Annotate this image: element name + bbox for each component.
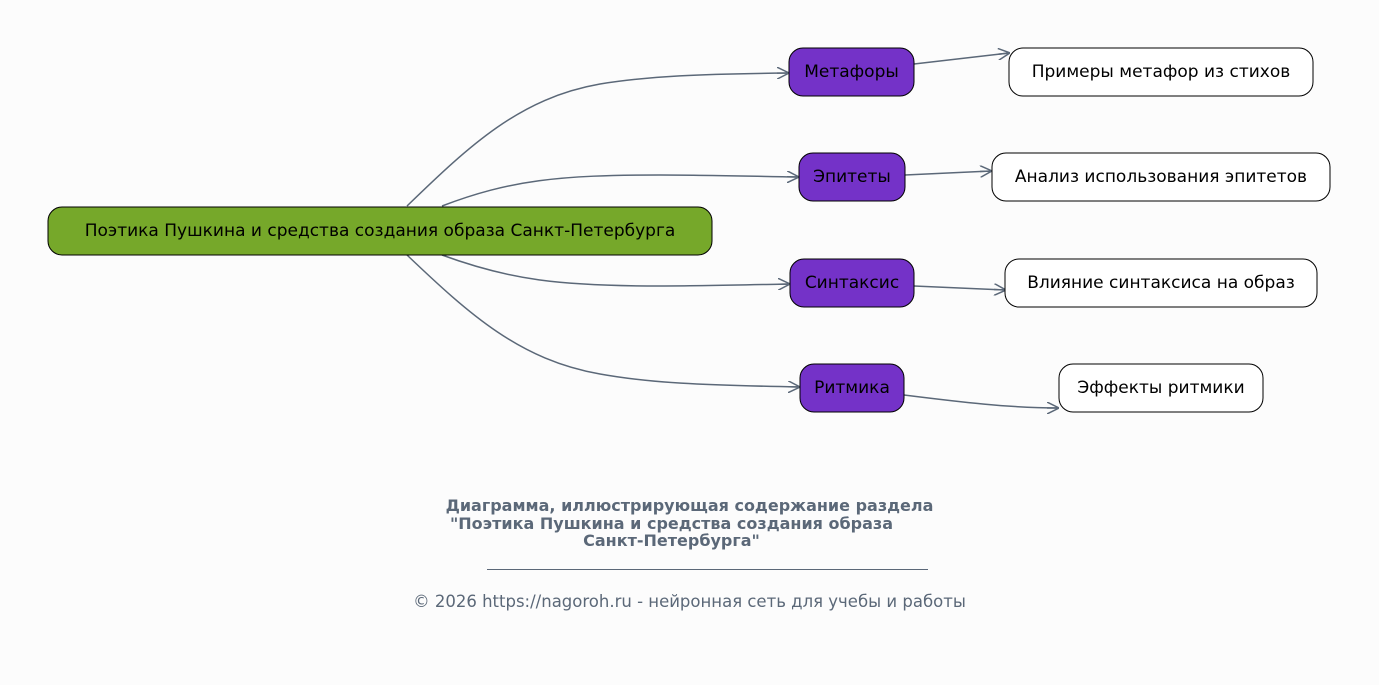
edge-root-rhythm xyxy=(406,254,799,387)
edge-root-epithets xyxy=(441,175,798,207)
branch-node-epithets: Эпитеты xyxy=(798,152,906,202)
copyright-footer: © 2026 https://nagoroh.ru - нейронная се… xyxy=(413,592,966,611)
detail-label-syntax: Влияние синтаксиса на образ xyxy=(1027,273,1295,293)
detail-node-epithets: Анализ использования эпитетов xyxy=(991,152,1331,202)
detail-node-syntax: Влияние синтаксиса на образ xyxy=(1004,258,1318,308)
branch-node-rhythm: Ритмика xyxy=(799,363,905,413)
branch-label-metaphors: Метафоры xyxy=(804,62,899,82)
root-node: Поэтика Пушкина и средства создания обра… xyxy=(47,206,713,256)
caption-line-2: "Поэтика Пушкина и средства создания обр… xyxy=(449,514,894,533)
root-node-label: Поэтика Пушкина и средства создания обра… xyxy=(85,221,676,241)
branch-label-rhythm: Ритмика xyxy=(814,378,890,398)
detail-label-epithets: Анализ использования эпитетов xyxy=(1015,167,1307,187)
detail-node-rhythm: Эффекты ритмики xyxy=(1058,363,1264,413)
branch-label-syntax: Синтаксис xyxy=(805,273,899,293)
branch-label-epithets: Эпитеты xyxy=(813,167,891,187)
edge-root-metaphors xyxy=(406,73,788,207)
edge-rhythm-detail xyxy=(903,394,1058,408)
edge-metaphors-detail xyxy=(913,53,1009,65)
detail-label-rhythm: Эффекты ритмики xyxy=(1077,378,1244,398)
caption-divider xyxy=(487,569,928,570)
edge-root-syntax xyxy=(441,254,789,286)
caption-line-1: Диаграмма, иллюстрирующая содержание раз… xyxy=(445,496,934,515)
detail-label-metaphors: Примеры метафор из стихов xyxy=(1032,62,1291,82)
edge-syntax-detail xyxy=(913,286,1005,290)
branch-node-metaphors: Метафоры xyxy=(788,47,915,97)
edge-epithets-detail xyxy=(904,171,991,175)
detail-node-metaphors: Примеры метафор из стихов xyxy=(1008,47,1314,97)
mind-map-diagram: Поэтика Пушкина и средства создания обра… xyxy=(47,47,1331,480)
branch-node-syntax: Синтаксис xyxy=(789,258,915,308)
caption-line-3: Санкт-Петербурга" xyxy=(583,531,760,550)
